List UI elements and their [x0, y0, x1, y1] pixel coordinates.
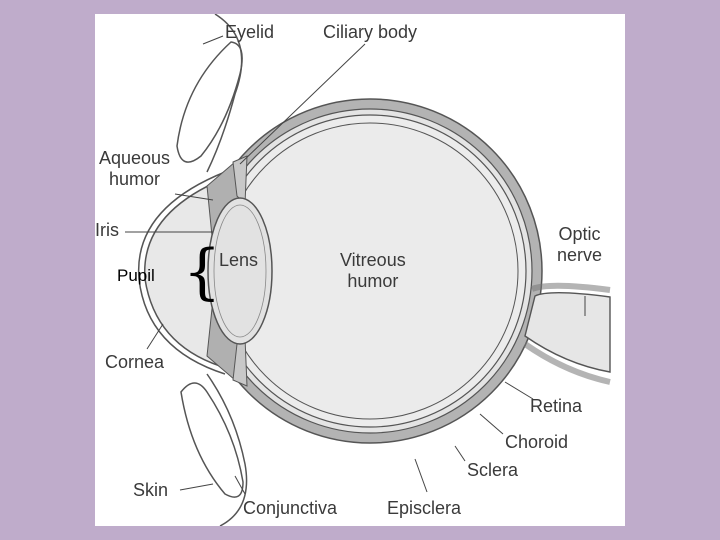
leader-ciliary [239, 43, 366, 165]
lower-eyelid [180, 382, 244, 498]
label-episclera: Episclera [387, 498, 462, 518]
label-aqueous-line2: humor [109, 168, 161, 189]
leader-episclera [414, 458, 428, 493]
leader-eyelid [202, 35, 224, 45]
label-retina: Retina [530, 396, 583, 416]
label-aqueous-line1: Aqueous [99, 148, 171, 168]
optic-nerve-shape [524, 292, 611, 373]
label-aqueous-humor: Aqueous humor [99, 148, 170, 189]
label-vitreous-line1: Vitreous [340, 250, 406, 270]
label-cornea: Cornea [105, 352, 165, 372]
label-ciliary-body: Ciliary body [323, 22, 418, 42]
pupil-brace: { [183, 237, 222, 307]
label-optic-line1: Optic [558, 224, 601, 244]
label-vitreous-line2: humor [347, 270, 399, 291]
label-conjunctiva: Conjunctiva [243, 498, 338, 518]
cornea-shape [144, 178, 224, 368]
label-optic-line2: nerve [557, 244, 603, 265]
leader-conjunctiva [234, 475, 246, 495]
label-vitreous-humor: Vitreous humor [340, 250, 406, 291]
label-iris: Iris [95, 220, 119, 240]
leader-skin [179, 483, 214, 491]
label-eyelid: Eyelid [225, 22, 275, 42]
leader-aqueous [174, 193, 214, 201]
optic-nerve-sheath [523, 282, 611, 385]
label-sclera: Sclera [467, 460, 519, 480]
label-skin: Skin [133, 480, 169, 500]
leader-sclera [454, 445, 466, 462]
label-choroid: Choroid [505, 432, 569, 452]
label-lens: Lens [219, 250, 259, 270]
leader-choroid [479, 413, 504, 435]
label-optic-nerve: Optic nerve [557, 224, 602, 265]
eye-diagram [125, 14, 611, 526]
cornea-outer [137, 171, 226, 375]
leader-retina [504, 381, 534, 400]
leader-cornea [146, 323, 164, 350]
lower-eyelid-fold [206, 373, 248, 526]
label-pupil: Pupil [117, 266, 155, 285]
upper-eyelid-fold [206, 14, 243, 173]
lens-inner [213, 204, 267, 338]
diagram-panel: Eyelid Ciliary body Aqueous humor Iris L… [95, 14, 625, 526]
lens-shape [207, 197, 273, 345]
